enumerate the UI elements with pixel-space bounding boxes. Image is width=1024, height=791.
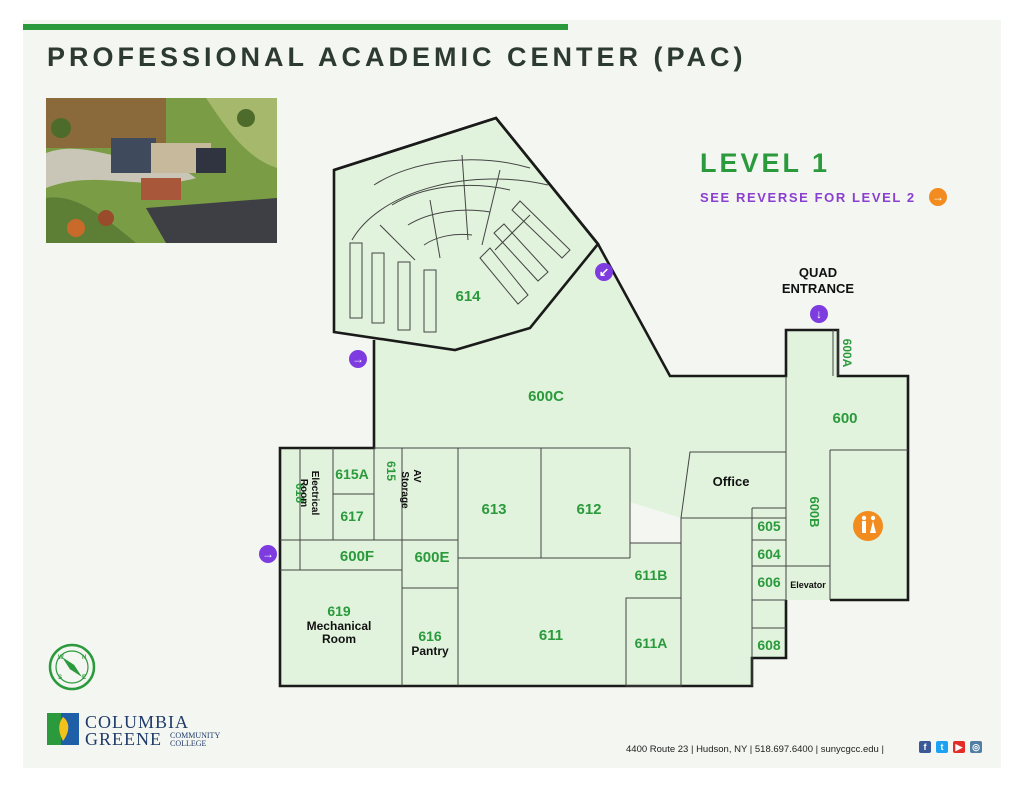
room-600e-label: 600E — [414, 549, 449, 566]
room-616-label: 616 — [418, 628, 442, 644]
room-612-label: 612 — [576, 501, 601, 518]
room-619-desc-mechanical: Mechanical — [307, 619, 372, 633]
room-618-desc-electrical: Electrical — [309, 471, 320, 516]
youtube-icon[interactable]: ▶ — [953, 741, 965, 753]
room-600b-label: 600B — [807, 496, 822, 527]
compass-icon: N E S W — [48, 643, 96, 691]
room-611-label: 611 — [539, 627, 563, 644]
entrance-arrow-icon[interactable]: → — [349, 350, 367, 368]
compass-e: E — [82, 675, 86, 681]
room-615-label: 615 — [384, 461, 398, 481]
room-615-desc-storage: Storage — [399, 471, 410, 509]
logo-greene: GREENE — [85, 729, 162, 749]
logo-college: COLLEGE — [170, 739, 207, 748]
room-617-label: 617 — [340, 508, 364, 524]
instagram-icon[interactable]: ◎ — [970, 741, 982, 753]
room-608-label: 608 — [757, 637, 781, 653]
room-604-label: 604 — [757, 546, 781, 562]
room-615a-label: 615A — [335, 466, 368, 482]
room-600-label: 600 — [832, 410, 857, 427]
entrance-arrow-icon[interactable]: ↙ — [595, 263, 613, 281]
level-heading: LEVEL 1 — [700, 148, 831, 178]
quad-entrance-line2: ENTRANCE — [781, 281, 855, 296]
room-611b-label: 611B — [635, 567, 668, 583]
entrance-arrow-icon[interactable]: ↓ — [810, 305, 828, 323]
room-611a-label: 611A — [635, 635, 668, 651]
room-619-desc-room: Room — [322, 632, 356, 646]
room-615-desc-av: AV — [411, 469, 422, 482]
compass-s: S — [58, 675, 62, 681]
see-reverse-link[interactable]: SEE REVERSE FOR LEVEL 2 — [700, 190, 916, 205]
room-613-label: 613 — [481, 501, 506, 518]
logo-columbia: COLUMBIA — [85, 712, 190, 732]
aerial-campus-image — [46, 98, 277, 243]
room-605-label: 605 — [757, 518, 781, 534]
room-619-label: 619 — [327, 603, 351, 619]
facebook-icon[interactable]: f — [919, 741, 931, 753]
room-600c-label: 600C — [528, 388, 564, 405]
compass-n: N — [82, 655, 86, 661]
footer-contact: 4400 Route 23 | Hudson, NY | 518.697.640… — [626, 744, 884, 755]
top-accent-bar — [23, 24, 568, 30]
compass-w: W — [58, 655, 64, 661]
elevator-label: Elevator — [790, 580, 826, 590]
office-label: Office — [713, 474, 750, 489]
quad-entrance-label: QUAD ENTRANCE — [778, 265, 858, 297]
twitter-icon[interactable]: t — [936, 741, 948, 753]
room-606-label: 606 — [757, 574, 781, 590]
page-title: PROFESSIONAL ACADEMIC CENTER (PAC) — [47, 42, 747, 72]
college-logo-icon — [47, 713, 79, 745]
room-600f-label: 600F — [340, 548, 374, 565]
arrow-right-icon[interactable]: → — [929, 188, 947, 206]
room-616-desc-pantry: Pantry — [411, 644, 449, 658]
restroom-icon — [853, 511, 883, 541]
room-618-desc-room: Room — [298, 479, 309, 507]
logo-community: COMMUNITY — [170, 731, 221, 740]
entrance-arrow-icon[interactable]: → — [259, 545, 277, 563]
quad-entrance-line1: QUAD — [798, 265, 838, 280]
room-614-label: 614 — [455, 288, 481, 305]
room-600a-label: 600A — [840, 339, 854, 368]
room-618-label: 618 — [293, 483, 307, 503]
